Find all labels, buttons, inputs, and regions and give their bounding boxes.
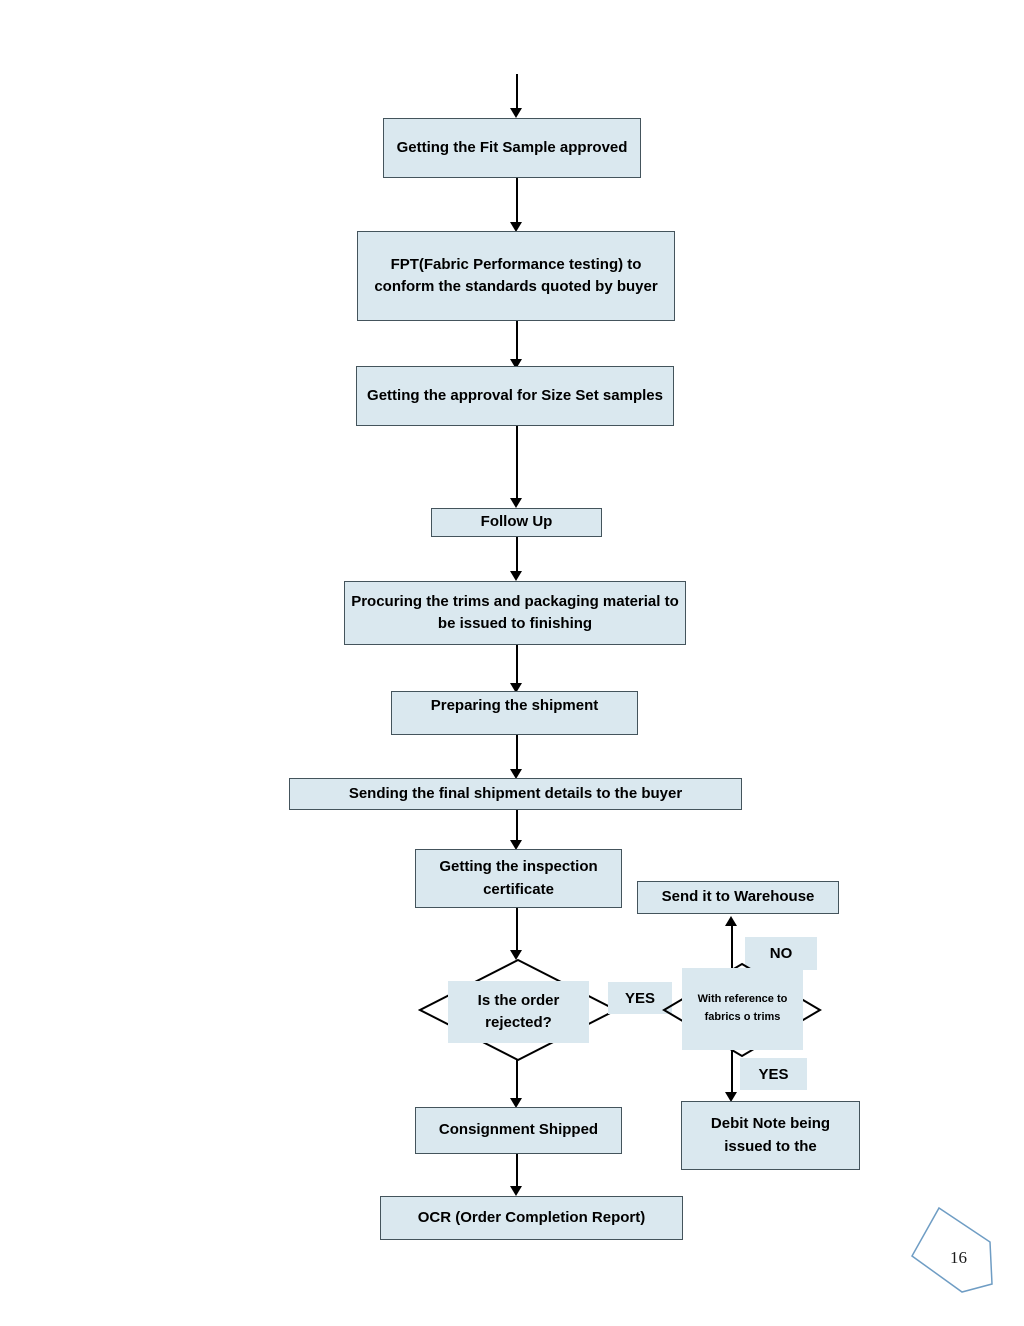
node-consignment[interactable]: Consignment Shipped xyxy=(415,1107,622,1154)
edge-label-rejected-yes: YES xyxy=(608,982,672,1014)
arrowhead-inspection-to-decision xyxy=(510,950,522,960)
page-banner-shape xyxy=(911,1206,993,1293)
node-inspection-cert[interactable]: Getting the inspection certificate xyxy=(415,849,622,908)
edge-label-reference-yes-text: YES xyxy=(758,1065,789,1083)
connector-followup-to-procure xyxy=(516,537,518,575)
node-follow-up-label: Follow Up xyxy=(480,513,553,530)
node-send-details[interactable]: Sending the final shipment details to th… xyxy=(289,778,742,810)
node-send-details-label: Sending the final shipment details to th… xyxy=(348,784,683,802)
node-prepare-shipment[interactable]: Preparing the shipment xyxy=(391,691,638,735)
node-fpt-label: FPT(Fabric Performance testing) to confo… xyxy=(374,255,658,296)
node-order-rejected-label: Is the order rejected? xyxy=(477,992,560,1031)
node-procure-trims-label: Procuring the trims and packaging materi… xyxy=(351,592,679,633)
arrowhead-sizeset-to-followup xyxy=(510,498,522,508)
page-number: 16 xyxy=(950,1248,967,1267)
edge-label-reference-yes: YES xyxy=(740,1058,807,1090)
node-order-rejected[interactable]: Is the order rejected? xyxy=(448,981,589,1043)
node-follow-up[interactable]: Follow Up xyxy=(431,508,602,537)
connector-decision-to-consignment xyxy=(516,1060,518,1102)
connector-consignment-to-ocr xyxy=(516,1154,518,1190)
node-size-set[interactable]: Getting the approval for Size Set sample… xyxy=(356,366,674,426)
arrowhead-decision-to-consignment xyxy=(510,1098,522,1108)
arrowhead-procure-to-prepare xyxy=(510,683,522,693)
connector-procure-to-prepare xyxy=(516,645,518,687)
connector-sizeset-to-followup xyxy=(516,426,518,502)
arrowhead-followup-to-procure xyxy=(510,571,522,581)
node-size-set-label: Getting the approval for Size Set sample… xyxy=(367,386,663,404)
arrowhead-fit-to-fpt xyxy=(510,222,522,232)
node-reference-label-line2: fabrics o trims xyxy=(704,1011,781,1023)
arrowhead-reference-to-warehouse xyxy=(725,916,737,926)
connector-incoming xyxy=(516,74,518,110)
node-debit-note[interactable]: Debit Note being issued to the xyxy=(681,1101,860,1170)
connector-fpt-to-sizeset xyxy=(516,321,518,363)
node-ocr[interactable]: OCR (Order Completion Report) xyxy=(380,1196,683,1240)
connector-inspection-to-decision xyxy=(516,908,518,954)
node-procure-trims[interactable]: Procuring the trims and packaging materi… xyxy=(344,581,686,645)
connector-prepare-to-senddetails xyxy=(516,735,518,773)
page-number-banner: 16 xyxy=(904,1204,1014,1304)
connector-reference-to-debit xyxy=(731,1050,733,1096)
node-ocr-label: OCR (Order Completion Report) xyxy=(417,1208,646,1226)
node-warehouse-label: Send it to Warehouse xyxy=(661,888,815,906)
arrowhead-fpt-to-sizeset xyxy=(510,359,522,369)
edge-label-reference-no: NO xyxy=(745,937,817,970)
connector-senddetails-to-inspection xyxy=(516,810,518,844)
node-reference-label-line1: With reference to xyxy=(697,993,788,1006)
edge-label-rejected-yes-text: YES xyxy=(624,989,655,1007)
arrowhead-incoming xyxy=(510,108,522,118)
arrowhead-reference-to-debit xyxy=(725,1092,737,1102)
node-inspection-cert-label: Getting the inspection certificate xyxy=(439,858,598,898)
edge-label-reference-no-text: NO xyxy=(769,945,793,962)
node-prepare-shipment-label: Preparing the shipment xyxy=(430,697,599,714)
arrowhead-senddetails-to-inspection xyxy=(510,840,522,850)
node-consignment-label: Consignment Shipped xyxy=(438,1121,599,1139)
node-warehouse[interactable]: Send it to Warehouse xyxy=(637,881,839,914)
arrowhead-consignment-to-ocr xyxy=(510,1186,522,1196)
node-fit-sample-label: Getting the Fit Sample approved xyxy=(396,138,628,156)
connector-reference-to-warehouse xyxy=(731,925,733,972)
node-debit-note-label: Debit Note being issued to the xyxy=(710,1115,831,1155)
connector-fit-to-fpt xyxy=(516,178,518,224)
node-fpt[interactable]: FPT(Fabric Performance testing) to confo… xyxy=(357,231,675,321)
arrowhead-prepare-to-senddetails xyxy=(510,769,522,779)
node-reference[interactable]: With reference to fabrics o trims xyxy=(682,968,803,1050)
node-fit-sample[interactable]: Getting the Fit Sample approved xyxy=(383,118,641,178)
